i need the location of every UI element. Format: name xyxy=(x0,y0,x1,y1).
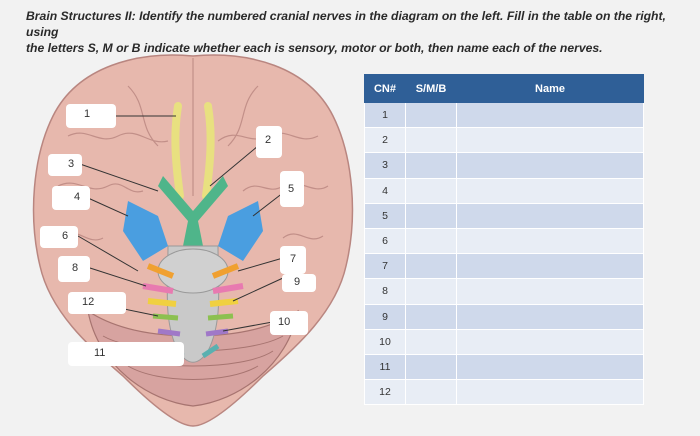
label-8: 8 xyxy=(58,256,90,282)
smb-cell[interactable] xyxy=(405,127,457,154)
cn-cell: 5 xyxy=(364,202,406,229)
name-cell[interactable] xyxy=(456,202,644,229)
table-header-row: CN# S/M/B Name xyxy=(364,74,644,103)
smb-cell[interactable] xyxy=(405,227,457,255)
label-6: 6 xyxy=(40,226,78,248)
name-cell[interactable] xyxy=(456,328,644,355)
smb-cell[interactable] xyxy=(405,278,457,305)
cn-cell: 3 xyxy=(364,152,406,179)
table-row: 5 xyxy=(364,202,644,229)
cn-cell: 10 xyxy=(364,328,406,355)
cranial-nerve-table: CN# S/M/B Name 1 2 3 4 5 6 7 8 9 10 11 1… xyxy=(364,74,644,406)
name-cell[interactable] xyxy=(456,379,644,406)
label-7: 7 xyxy=(280,246,306,274)
smb-cell[interactable] xyxy=(405,328,457,355)
name-cell[interactable] xyxy=(456,303,644,330)
table-row: 3 xyxy=(364,152,644,179)
table-row: 11 xyxy=(364,353,644,381)
cn-cell: 9 xyxy=(364,303,406,330)
table-row: 2 xyxy=(364,127,644,154)
label-2: 2 xyxy=(256,126,282,158)
smb-cell[interactable] xyxy=(405,253,457,280)
label-11: 11 xyxy=(68,342,184,366)
name-cell[interactable] xyxy=(456,353,644,381)
header-cn: CN# xyxy=(364,74,406,103)
cn-cell: 8 xyxy=(364,278,406,305)
table-row: 10 xyxy=(364,328,644,355)
smb-cell[interactable] xyxy=(405,177,457,204)
table-row: 7 xyxy=(364,253,644,280)
smb-cell[interactable] xyxy=(405,101,457,129)
name-cell[interactable] xyxy=(456,101,644,129)
brain-diagram: 1 2 3 4 5 6 7 8 9 10 11 12 xyxy=(28,46,358,431)
table-row: 8 xyxy=(364,278,644,305)
cn-cell: 2 xyxy=(364,127,406,154)
label-3: 3 xyxy=(48,154,82,176)
label-5: 5 xyxy=(280,171,304,207)
header-name: Name xyxy=(456,74,644,103)
smb-cell[interactable] xyxy=(405,303,457,330)
cn-cell: 7 xyxy=(364,253,406,280)
name-cell[interactable] xyxy=(456,253,644,280)
name-cell[interactable] xyxy=(456,127,644,154)
label-12: 12 xyxy=(68,292,126,314)
table-row: 9 xyxy=(364,303,644,330)
table-row: 12 xyxy=(364,379,644,406)
cn-cell: 11 xyxy=(364,353,406,381)
smb-cell[interactable] xyxy=(405,353,457,381)
label-9: 9 xyxy=(282,274,316,292)
name-cell[interactable] xyxy=(456,278,644,305)
instructions: Brain Structures II: Identify the number… xyxy=(26,8,686,56)
table-row: 1 xyxy=(364,101,644,129)
name-cell[interactable] xyxy=(456,227,644,255)
smb-cell[interactable] xyxy=(405,202,457,229)
cn-cell: 12 xyxy=(364,379,406,406)
instructions-line-1: Brain Structures II: Identify the number… xyxy=(26,9,666,39)
cn-cell: 1 xyxy=(364,101,406,129)
table-row: 4 xyxy=(364,177,644,204)
name-cell[interactable] xyxy=(456,177,644,204)
cn-cell: 6 xyxy=(364,227,406,255)
table-row: 6 xyxy=(364,227,644,255)
label-10: 10 xyxy=(270,311,308,335)
name-cell[interactable] xyxy=(456,152,644,179)
label-1: 1 xyxy=(66,104,116,128)
smb-cell[interactable] xyxy=(405,152,457,179)
label-4: 4 xyxy=(52,186,90,210)
instructions-line-2: the letters S, M or B indicate whether e… xyxy=(26,41,603,55)
header-smb: S/M/B xyxy=(405,74,457,103)
cn-cell: 4 xyxy=(364,177,406,204)
smb-cell[interactable] xyxy=(405,379,457,406)
